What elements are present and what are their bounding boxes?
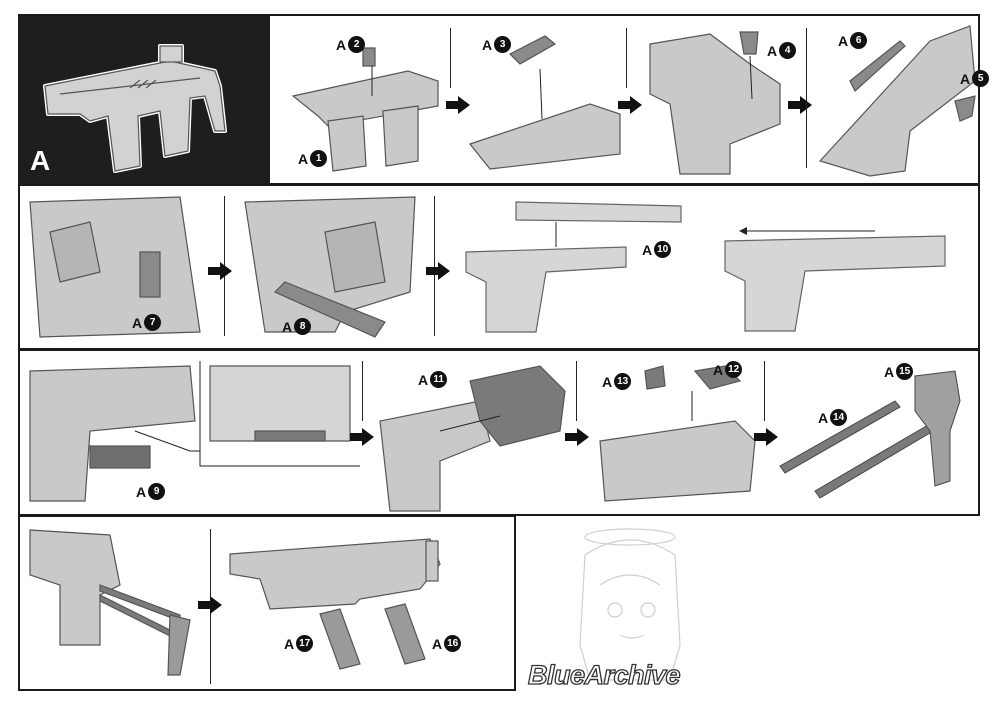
character-illustration bbox=[579, 528, 681, 681]
step-arrow-icon bbox=[788, 96, 812, 114]
step-arrow-icon bbox=[350, 428, 374, 446]
assembled-gun-illustration bbox=[43, 44, 227, 173]
step2-illustration bbox=[468, 35, 621, 170]
step-arrow-icon bbox=[426, 262, 450, 280]
step-arrow-icon bbox=[446, 96, 470, 114]
brand-logo: BlueArchive bbox=[527, 659, 681, 690]
step-arrow-icon bbox=[208, 262, 232, 280]
step7-illustration bbox=[465, 201, 682, 333]
step10-illustration bbox=[379, 365, 566, 512]
overview-tile: A bbox=[20, 16, 270, 183]
step6-illustration bbox=[244, 196, 416, 338]
step-arrow-icon bbox=[198, 596, 222, 614]
step5-illustration bbox=[29, 196, 201, 338]
step-arrow-icon bbox=[565, 428, 589, 446]
step3-illustration bbox=[649, 31, 781, 175]
step4-illustration bbox=[818, 25, 976, 177]
step11-illustration bbox=[599, 365, 756, 502]
step14-illustration bbox=[229, 538, 441, 670]
step-arrow-icon bbox=[754, 428, 778, 446]
step8-illustration bbox=[724, 227, 946, 332]
step1-illustration bbox=[291, 47, 439, 172]
step9-illustration bbox=[29, 361, 360, 502]
step-arrow-icon bbox=[618, 96, 642, 114]
section-letter: A bbox=[30, 145, 51, 176]
step12-illustration bbox=[779, 370, 961, 499]
step13-illustration bbox=[29, 529, 191, 676]
